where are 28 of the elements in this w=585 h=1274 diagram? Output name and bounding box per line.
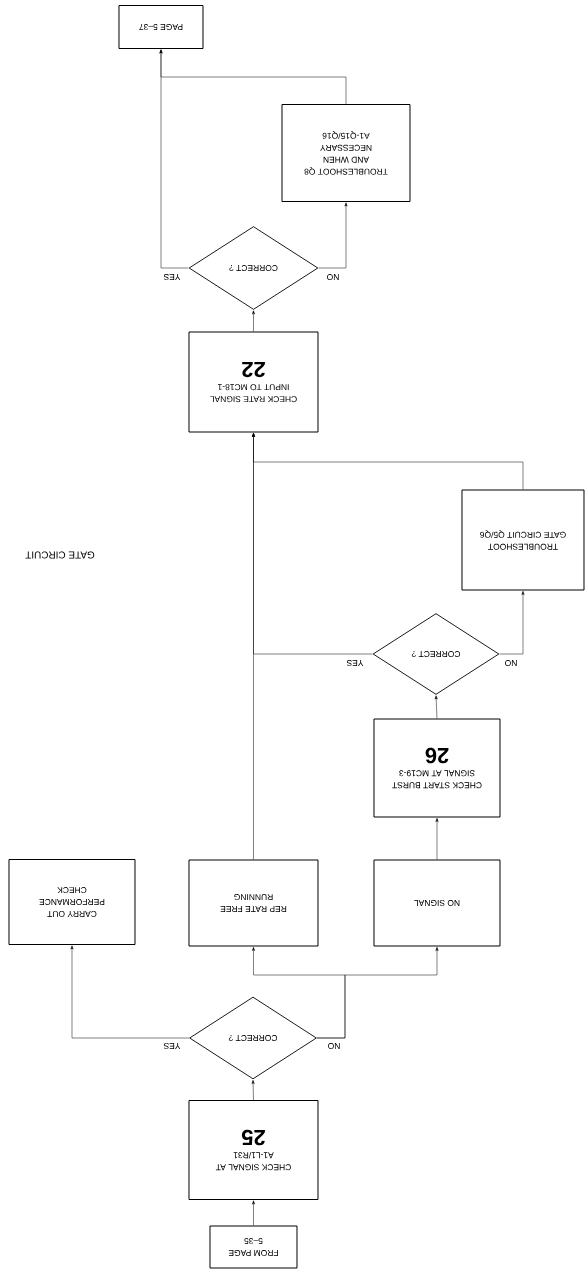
arrow — [252, 947, 346, 1039]
section-label: GATE CIRCUIT — [25, 551, 95, 559]
process-box: CHECK START BURST SIGNAL AT MC19-3 26 — [373, 718, 501, 818]
process-box: NO SIGNAL — [373, 859, 501, 947]
process-box: CHECK RATE SIGNAL INPUT TO MC18-1 22 — [188, 331, 319, 433]
arrow — [435, 818, 439, 860]
edge-label: NO — [325, 273, 341, 281]
arrow — [252, 1200, 255, 1226]
arrow — [251, 1079, 255, 1101]
arrow — [159, 49, 347, 105]
arrow — [434, 695, 438, 719]
process-box: REP RATE FREE RUNNING — [188, 859, 319, 947]
process-box: FROM PAGE 5–35 — [209, 1225, 298, 1269]
edge-label: YES — [345, 659, 365, 667]
edge-label: NO — [503, 659, 519, 667]
process-box: CARRY OUT PERFORMANCE CHECK — [8, 859, 136, 945]
edge-label: YES — [162, 273, 182, 281]
process-box: PAGE 5–37 — [118, 5, 204, 49]
edge-label: NO — [326, 1042, 342, 1050]
arrow — [252, 310, 255, 332]
process-box: TROUBLESHOOT Q8 AND WHEN NECESSARY A1-Q15/Q16 — [281, 104, 411, 202]
process-box: TROUBLESHOOT GATE CIRCUIT Q5/Q6 — [461, 489, 585, 591]
arrow — [499, 591, 525, 655]
arrow — [252, 433, 255, 860]
process-box: CHECK SIGNAL AT A1-L1/R31 25 — [188, 1100, 319, 1200]
arrow — [318, 202, 348, 269]
arrow — [70, 945, 190, 1039]
edge-label: YES — [162, 1042, 182, 1050]
